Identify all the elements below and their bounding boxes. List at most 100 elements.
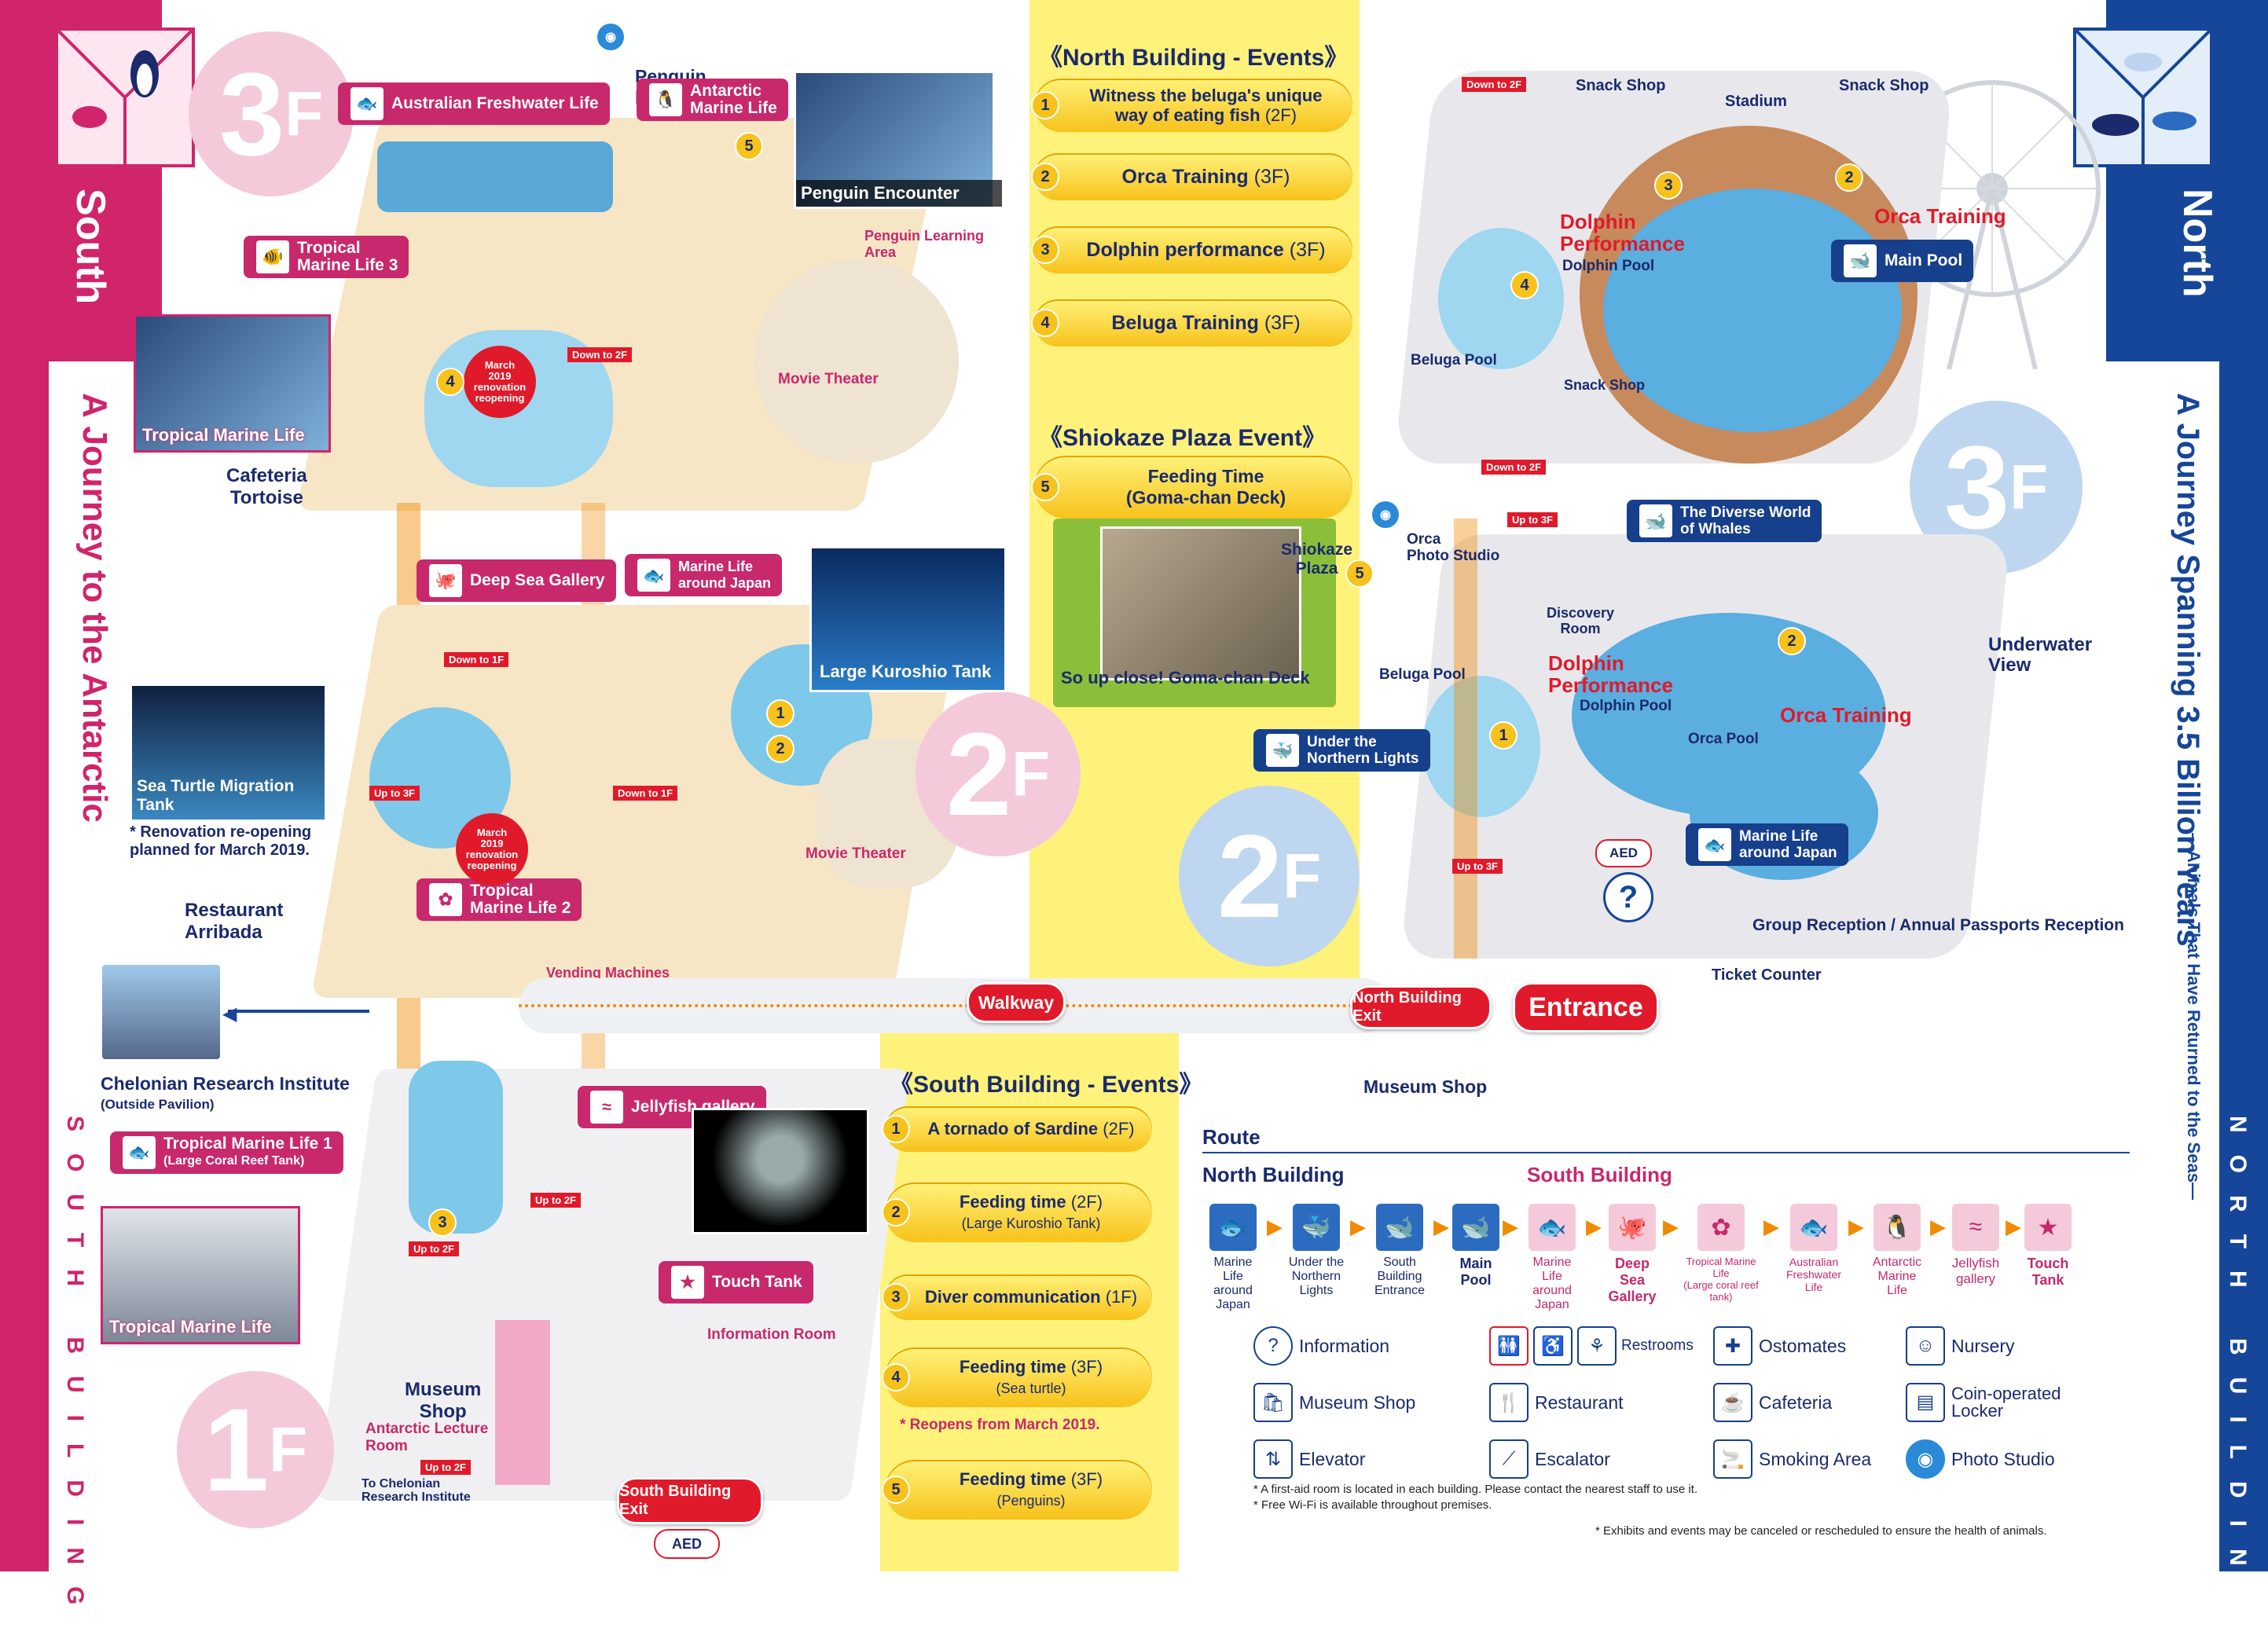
- south-building-exit[interactable]: South Building Exit: [617, 1477, 763, 1524]
- route-step-7[interactable]: ✿Tropical Marine Life (Large coral reef …: [1682, 1204, 1760, 1303]
- chelonian-photo: [102, 965, 220, 1059]
- diverse-whales-label[interactable]: 🐋The Diverse World of Whales: [1627, 500, 1822, 542]
- route-steps: 🐟Marine Life around Japan ▶ 🐳Under the N…: [1202, 1204, 2072, 1312]
- vending-machines-label: Vending Machines: [546, 965, 670, 981]
- aed-south: AED: [654, 1529, 720, 1559]
- main-pool-label[interactable]: 🐋Main Pool: [1831, 240, 1974, 282]
- snack-shop-label-a: Snack Shop: [1576, 77, 1666, 94]
- route-step-3[interactable]: 🐋South Building Entrance: [1369, 1204, 1430, 1298]
- museum-shop-north-label: Museum Shop: [1363, 1076, 1488, 1097]
- whale-logo-icon: [2075, 29, 2211, 164]
- event-4-marker[interactable]: 4: [436, 368, 464, 396]
- garden-eel-photo: Tropical Marine Life: [101, 1206, 300, 1344]
- orca-training-3f-label: Orca Training: [1874, 204, 2006, 228]
- antarctic-lecture-label: Antarctic Lecture Room: [365, 1421, 489, 1454]
- event-2-marker-north-2f[interactable]: 2: [1778, 627, 1806, 655]
- deep-sea-gallery-label[interactable]: 🐙Deep Sea Gallery: [417, 559, 616, 602]
- aed-north: AED: [1595, 839, 1652, 867]
- orca-photo-studio-label[interactable]: ◉ Orca Photo Studio: [1372, 498, 1499, 564]
- information-icon[interactable]: ?: [1603, 872, 1653, 922]
- dolphin-pool-2f-label: Dolphin Pool: [1580, 698, 1672, 714]
- south-event-1[interactable]: 1 A tornado of Sardine (2F): [882, 1106, 1152, 1152]
- down-1f-sign-a: Down to 1F: [444, 652, 509, 667]
- legend-nursery: ☺Nursery: [1906, 1326, 2094, 1366]
- fish-icon: 🐠: [255, 239, 291, 275]
- south-event-4[interactable]: 4 Feeding time (3F)(Sea turtle): [882, 1348, 1152, 1407]
- legend-grid: ?Information 🚻♿⚘Restrooms ✚Ostomates ☺Nu…: [1253, 1326, 2094, 1479]
- route-step-10[interactable]: ≈Jellyfish gallery: [1949, 1204, 2002, 1287]
- south-events-title: 《South Building - Events》: [890, 1072, 1203, 1098]
- event-1-marker-south[interactable]: 1: [766, 699, 795, 728]
- discovery-room-label: Discovery Room: [1547, 605, 1615, 636]
- fish-icon: 🐟: [1790, 1204, 1837, 1251]
- event-3-marker-north[interactable]: 3: [1654, 171, 1683, 200]
- north-building-exit[interactable]: North Building Exit: [1350, 985, 1492, 1029]
- legend-smoking: 🚬Smoking Area: [1713, 1439, 1906, 1479]
- camera-icon: ◉: [1906, 1439, 1945, 1479]
- event-4-marker-north[interactable]: 4: [1510, 271, 1539, 299]
- penguin-logo-icon: [57, 29, 193, 164]
- escalator-icon: ⟋: [1489, 1439, 1529, 1479]
- event-1-marker-north[interactable]: 1: [1489, 721, 1518, 750]
- north-event-1[interactable]: 1 Witness the beluga's unique way of eat…: [1031, 79, 1352, 132]
- antarctic-marine-label[interactable]: 🐧Antarctic Marine Life: [637, 79, 788, 121]
- plaza-event-5[interactable]: 5 Feeding Time (Goma-chan Deck): [1031, 456, 1352, 519]
- route-step-6[interactable]: 🐙Deep Sea Gallery: [1605, 1204, 1660, 1305]
- marine-japan-north-label[interactable]: 🐟Marine Life around Japan: [1686, 823, 1848, 866]
- camera-icon: ◉: [597, 24, 624, 50]
- orca-icon: 🐋: [1842, 243, 1878, 279]
- north-elevator-shaft: [1454, 519, 1477, 959]
- event-2-marker-south[interactable]: 2: [766, 735, 795, 763]
- entrance-button[interactable]: Entrance: [1513, 982, 1659, 1032]
- route-step-5[interactable]: 🐟Marine Life around Japan: [1521, 1204, 1583, 1312]
- tropical-1-label[interactable]: 🐟 Tropical Marine Life 1 (Large Coral Re…: [110, 1131, 343, 1174]
- shiokaze-plaza-label: Shiokaze Plaza: [1281, 541, 1353, 578]
- deep-sea-icon: 🐙: [1609, 1204, 1656, 1251]
- renovation-note: * Renovation re-opening planned for Marc…: [130, 823, 312, 859]
- event-2-marker-north-3f[interactable]: 2: [1835, 163, 1863, 192]
- fish-icon: 🐟: [349, 86, 385, 122]
- route-step-9[interactable]: 🐧Antarctic Marine Life: [1867, 1204, 1927, 1298]
- goma-chan-photo: [1100, 526, 1301, 680]
- australian-freshwater-label[interactable]: 🐟Australian Freshwater Life: [338, 82, 610, 125]
- fish-icon: 🐟: [121, 1135, 157, 1171]
- north-building-label: NORTH BUILDING: [2225, 1116, 2251, 1628]
- north-event-4[interactable]: 4 Beluga Training (3F): [1031, 299, 1352, 346]
- south-event-3[interactable]: 3 Diver communication (1F): [882, 1274, 1152, 1320]
- fish-icon: 🐟: [1209, 1204, 1257, 1251]
- south-event-2[interactable]: 2 Feeding time (2F)(Large Kuroshio Tank): [882, 1182, 1152, 1242]
- route-south-label: South Building: [1527, 1163, 1672, 1186]
- tropical-3-label[interactable]: 🐠Tropical Marine Life 3: [244, 236, 409, 278]
- fork-knife-icon: 🍴: [1489, 1383, 1529, 1422]
- south-side-title: South: [68, 189, 113, 305]
- event-5-marker[interactable]: 5: [735, 132, 763, 160]
- route-arrow-icon: ▶: [1586, 1215, 1602, 1238]
- route-step-2[interactable]: 🐳Under the Northern Lights: [1286, 1204, 1347, 1298]
- touch-tank-label[interactable]: ★Touch Tank: [659, 1261, 813, 1304]
- north-event-2[interactable]: 2 Orca Training (3F): [1031, 153, 1352, 200]
- marine-japan-south-label[interactable]: 🐟Marine Life around Japan: [625, 554, 783, 596]
- route-step-11[interactable]: ★Touch Tank: [2024, 1204, 2072, 1289]
- up-3f-north-a: Up to 3F: [1507, 512, 1558, 527]
- event-3-marker-south[interactable]: 3: [428, 1208, 457, 1237]
- south-event-5[interactable]: 5 Feeding time (3F)(Penguins): [882, 1460, 1152, 1520]
- route-arrow-icon: ▶: [1433, 1215, 1449, 1238]
- route-arrow-icon: ▶: [1267, 1215, 1283, 1238]
- under-northern-lights-label[interactable]: 🐳Under the Northern Lights: [1253, 729, 1430, 772]
- north-event-3[interactable]: 3 Dolphin performance (3F): [1031, 226, 1352, 273]
- shop-bag-icon: 🛍: [1253, 1383, 1293, 1422]
- museum-shop-area: [495, 1320, 550, 1485]
- movie-theater-2f-label: Movie Theater: [806, 845, 906, 862]
- tropical-2-label[interactable]: ✿Tropical Marine Life 2: [417, 878, 582, 921]
- plaza-events-title: 《Shiokaze Plaza Event》: [1039, 425, 1327, 451]
- route-step-8[interactable]: 🐟Australian Freshwater Life: [1782, 1204, 1845, 1293]
- route-arrow-icon: ▶: [1763, 1215, 1779, 1238]
- route-step-4[interactable]: 🐋Main Pool: [1452, 1204, 1499, 1289]
- route-step-1[interactable]: 🐟Marine Life around Japan: [1202, 1204, 1264, 1312]
- event-5-marker-north[interactable]: 5: [1345, 559, 1374, 588]
- legend-elevator: ⇅Elevator: [1253, 1439, 1489, 1479]
- north-whale-logo: [2073, 28, 2213, 167]
- jellyfish-gallery-label[interactable]: ≈Jellyfish gallery: [578, 1086, 766, 1128]
